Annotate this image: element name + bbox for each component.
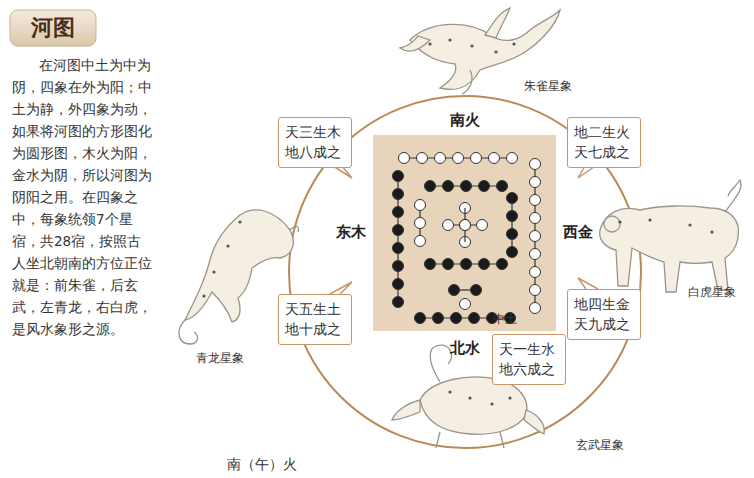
- figure-label: 朱雀星象: [524, 78, 572, 95]
- direction-label: 南火: [450, 111, 480, 130]
- caption-note: 南（午）火: [227, 456, 297, 474]
- hetu-square: [373, 135, 556, 331]
- direction-label: 西金: [563, 223, 593, 242]
- callout-text: 天三生木 地八成之: [285, 122, 345, 163]
- title: 河图: [31, 13, 75, 43]
- callout-box: 地四生金 天九成之: [567, 289, 641, 340]
- figure-label: 青龙星象: [196, 350, 244, 367]
- region-label: 中土: [493, 311, 517, 328]
- hetu-dots: [393, 153, 541, 324]
- body-paragraph: 在河图中土为中为阴，四象在外为阳；中土为静，外四象为动，如果将河图的方形图化为圆…: [12, 54, 152, 340]
- direction-label: 北水: [450, 339, 480, 358]
- callout-text: 地四生金 天九成之: [574, 294, 634, 335]
- callout-box: 天三生木 地八成之: [278, 117, 352, 168]
- callout-box: 地二生火 天七成之: [567, 117, 641, 168]
- callout-box: 天五生土 地十成之: [278, 294, 352, 345]
- figure-label: 白虎星象: [688, 284, 736, 301]
- center-square-label: 中土: [493, 311, 517, 328]
- white-tiger-figure: [600, 180, 741, 292]
- figure-label: 玄武星象: [576, 437, 624, 454]
- callout-box: 天一生水 地六成之: [492, 334, 566, 385]
- star-dots: [202, 38, 713, 405]
- title-plate: [10, 10, 96, 46]
- direction-label: 东木: [336, 223, 366, 242]
- callout-text: 天一生水 地六成之: [499, 339, 559, 380]
- callout-text: 天五生土 地十成之: [285, 299, 345, 340]
- callout-text: 地二生火 天七成之: [574, 122, 634, 163]
- callout-tails: [330, 164, 598, 392]
